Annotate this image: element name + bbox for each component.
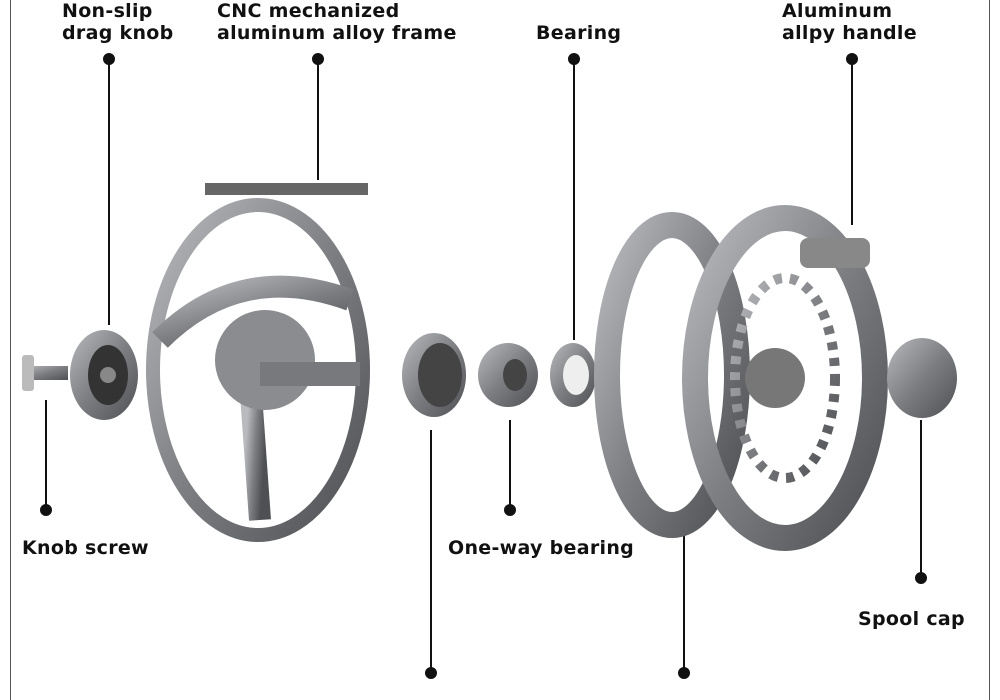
label-knob-screw: Knob screw <box>22 537 149 559</box>
spool-cap-part <box>887 338 957 418</box>
frame-part <box>146 183 370 542</box>
bearing-part <box>550 343 596 407</box>
label-frame: aluminum alloy frame <box>217 22 457 44</box>
left-border <box>10 0 11 700</box>
right-border <box>989 0 990 700</box>
label-frame-top: CNC mechanized <box>217 0 400 22</box>
spool-part <box>594 205 888 551</box>
one-way-bearing-part <box>478 343 538 407</box>
label-drag-knob: drag knob <box>62 22 174 44</box>
leader-lines <box>40 53 927 679</box>
label-drag-knob-top: Non-slip <box>62 0 153 22</box>
label-handle-top: Aluminum <box>782 0 893 22</box>
knob-screw-part <box>22 355 68 391</box>
drag-knob-part <box>70 330 138 420</box>
label-bearing: Bearing <box>536 22 622 44</box>
label-one-way-bearing: One-way bearing <box>448 537 635 559</box>
label-handle: allpy handle <box>782 22 917 44</box>
label-spool-cap: Spool cap <box>858 608 965 630</box>
drag-washer-part <box>402 333 466 417</box>
